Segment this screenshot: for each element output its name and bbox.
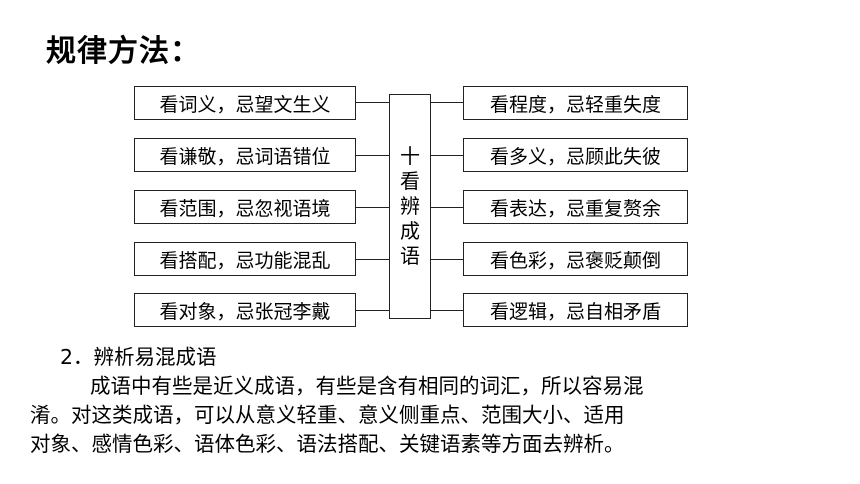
body-text-line: 淆。对这类成语，可以从意义轻重、意义侧重点、范围大小、适用 (30, 403, 625, 427)
right-item-box: 看表达，忌重复赘余 (463, 190, 688, 224)
right-item-box: 看多义，忌顾此失彼 (463, 138, 688, 172)
connector-line (431, 102, 463, 103)
connector-line (356, 207, 389, 208)
connector-line (356, 310, 389, 311)
center-label: 十看辨成语 (400, 144, 420, 268)
explanation-section: 2．辨析易混成语 成语中有些是近义成语，有些是含有相同的词汇，所以容易混 淆。对… (30, 343, 840, 459)
section-subtitle: 2．辨析易混成语 (60, 345, 217, 369)
right-item-box: 看色彩，忌褒贬颠倒 (463, 242, 688, 276)
body-text-line: 成语中有些是近义成语，有些是含有相同的词汇，所以容易混 (90, 374, 644, 398)
left-item-box: 看对象，忌张冠李戴 (134, 293, 356, 327)
left-item-box: 看词义，忌望文生义 (134, 86, 356, 120)
connector-line (431, 207, 463, 208)
connector-line (356, 259, 389, 260)
right-item-box: 看程度，忌轻重失度 (463, 86, 688, 120)
body-text-line: 对象、感情色彩、语体色彩、语法搭配、关键语素等方面去辨析。 (30, 432, 625, 456)
connector-line (356, 102, 389, 103)
connector-line (431, 310, 463, 311)
center-label-box: 十看辨成语 (389, 94, 431, 319)
connector-line (431, 155, 463, 156)
page-heading: 规律方法： (46, 34, 201, 69)
ten-look-diagram: 看词义，忌望文生义 看谦敬，忌词语错位 看范围，忌忽视语境 看搭配，忌功能混乱 … (134, 86, 688, 327)
connector-line (431, 259, 463, 260)
left-item-box: 看搭配，忌功能混乱 (134, 242, 356, 276)
connector-line (356, 155, 389, 156)
right-item-box: 看逻辑，忌自相矛盾 (463, 293, 688, 327)
left-item-box: 看范围，忌忽视语境 (134, 190, 356, 224)
left-item-box: 看谦敬，忌词语错位 (134, 138, 356, 172)
